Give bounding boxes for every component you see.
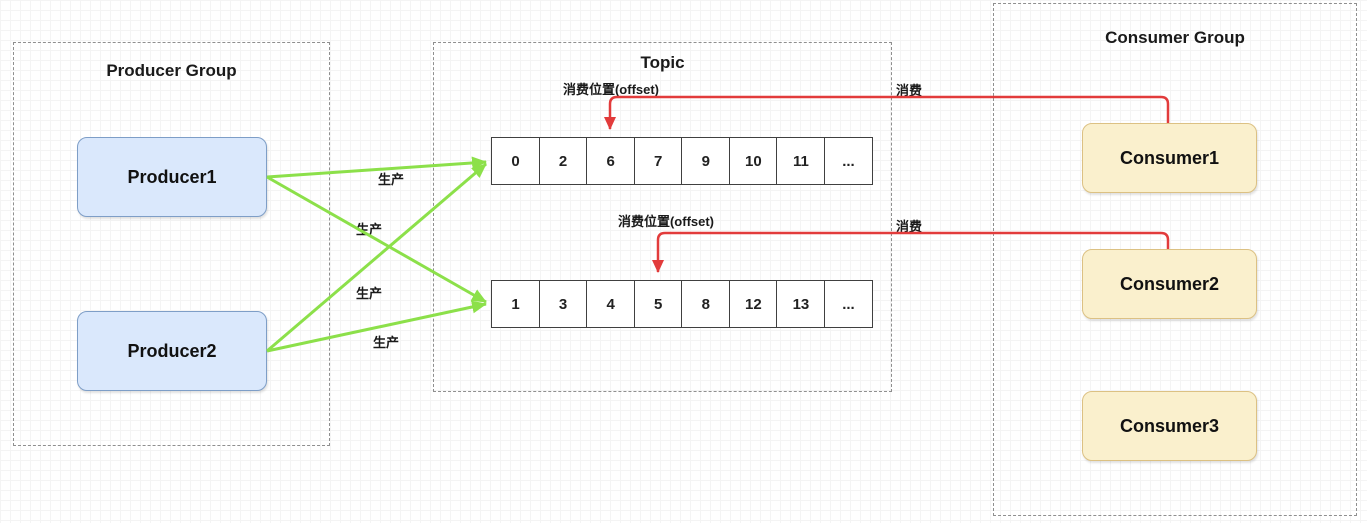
producer2-node: Producer2 bbox=[77, 311, 267, 391]
queue-cell: 3 bbox=[538, 280, 588, 328]
consume-edge-label-1: 消费 bbox=[896, 83, 923, 98]
consumer1-node: Consumer1 bbox=[1082, 123, 1257, 193]
queue-cell: 0 bbox=[491, 137, 541, 185]
queue-cell: 6 bbox=[586, 137, 636, 185]
queue-cell: ... bbox=[823, 280, 873, 328]
consumer3-node: Consumer3 bbox=[1082, 391, 1257, 461]
offset-label-partition1: 消费位置(offset) bbox=[562, 82, 660, 97]
queue-cell: 4 bbox=[586, 280, 636, 328]
queue-cell: 8 bbox=[681, 280, 731, 328]
queue-cell: 11 bbox=[776, 137, 826, 185]
produce-edge-label-2: 生产 bbox=[356, 222, 383, 237]
queue-cell: ... bbox=[823, 137, 873, 185]
produce-edge-label-3: 生产 bbox=[356, 286, 383, 301]
queue-cell: 1 bbox=[491, 280, 541, 328]
offset-label-partition2: 消费位置(offset) bbox=[617, 214, 715, 229]
queue-cell: 12 bbox=[728, 280, 778, 328]
queue-cell: 5 bbox=[633, 280, 683, 328]
consume-edge-label-2: 消费 bbox=[896, 219, 923, 234]
producer1-node: Producer1 bbox=[77, 137, 267, 217]
queue-cell: 2 bbox=[538, 137, 588, 185]
queue-cell: 10 bbox=[728, 137, 778, 185]
produce-edge-label-4: 生产 bbox=[373, 335, 400, 350]
produce-edge-label-1: 生产 bbox=[378, 172, 405, 187]
producer-group-title: Producer Group bbox=[106, 61, 237, 80]
consumer-group-title: Consumer Group bbox=[1105, 28, 1245, 47]
queue-cell: 13 bbox=[776, 280, 826, 328]
queue-cell: 9 bbox=[681, 137, 731, 185]
consumer2-node: Consumer2 bbox=[1082, 249, 1257, 319]
topic-group-title: Topic bbox=[640, 53, 685, 72]
queue-cell: 7 bbox=[633, 137, 683, 185]
